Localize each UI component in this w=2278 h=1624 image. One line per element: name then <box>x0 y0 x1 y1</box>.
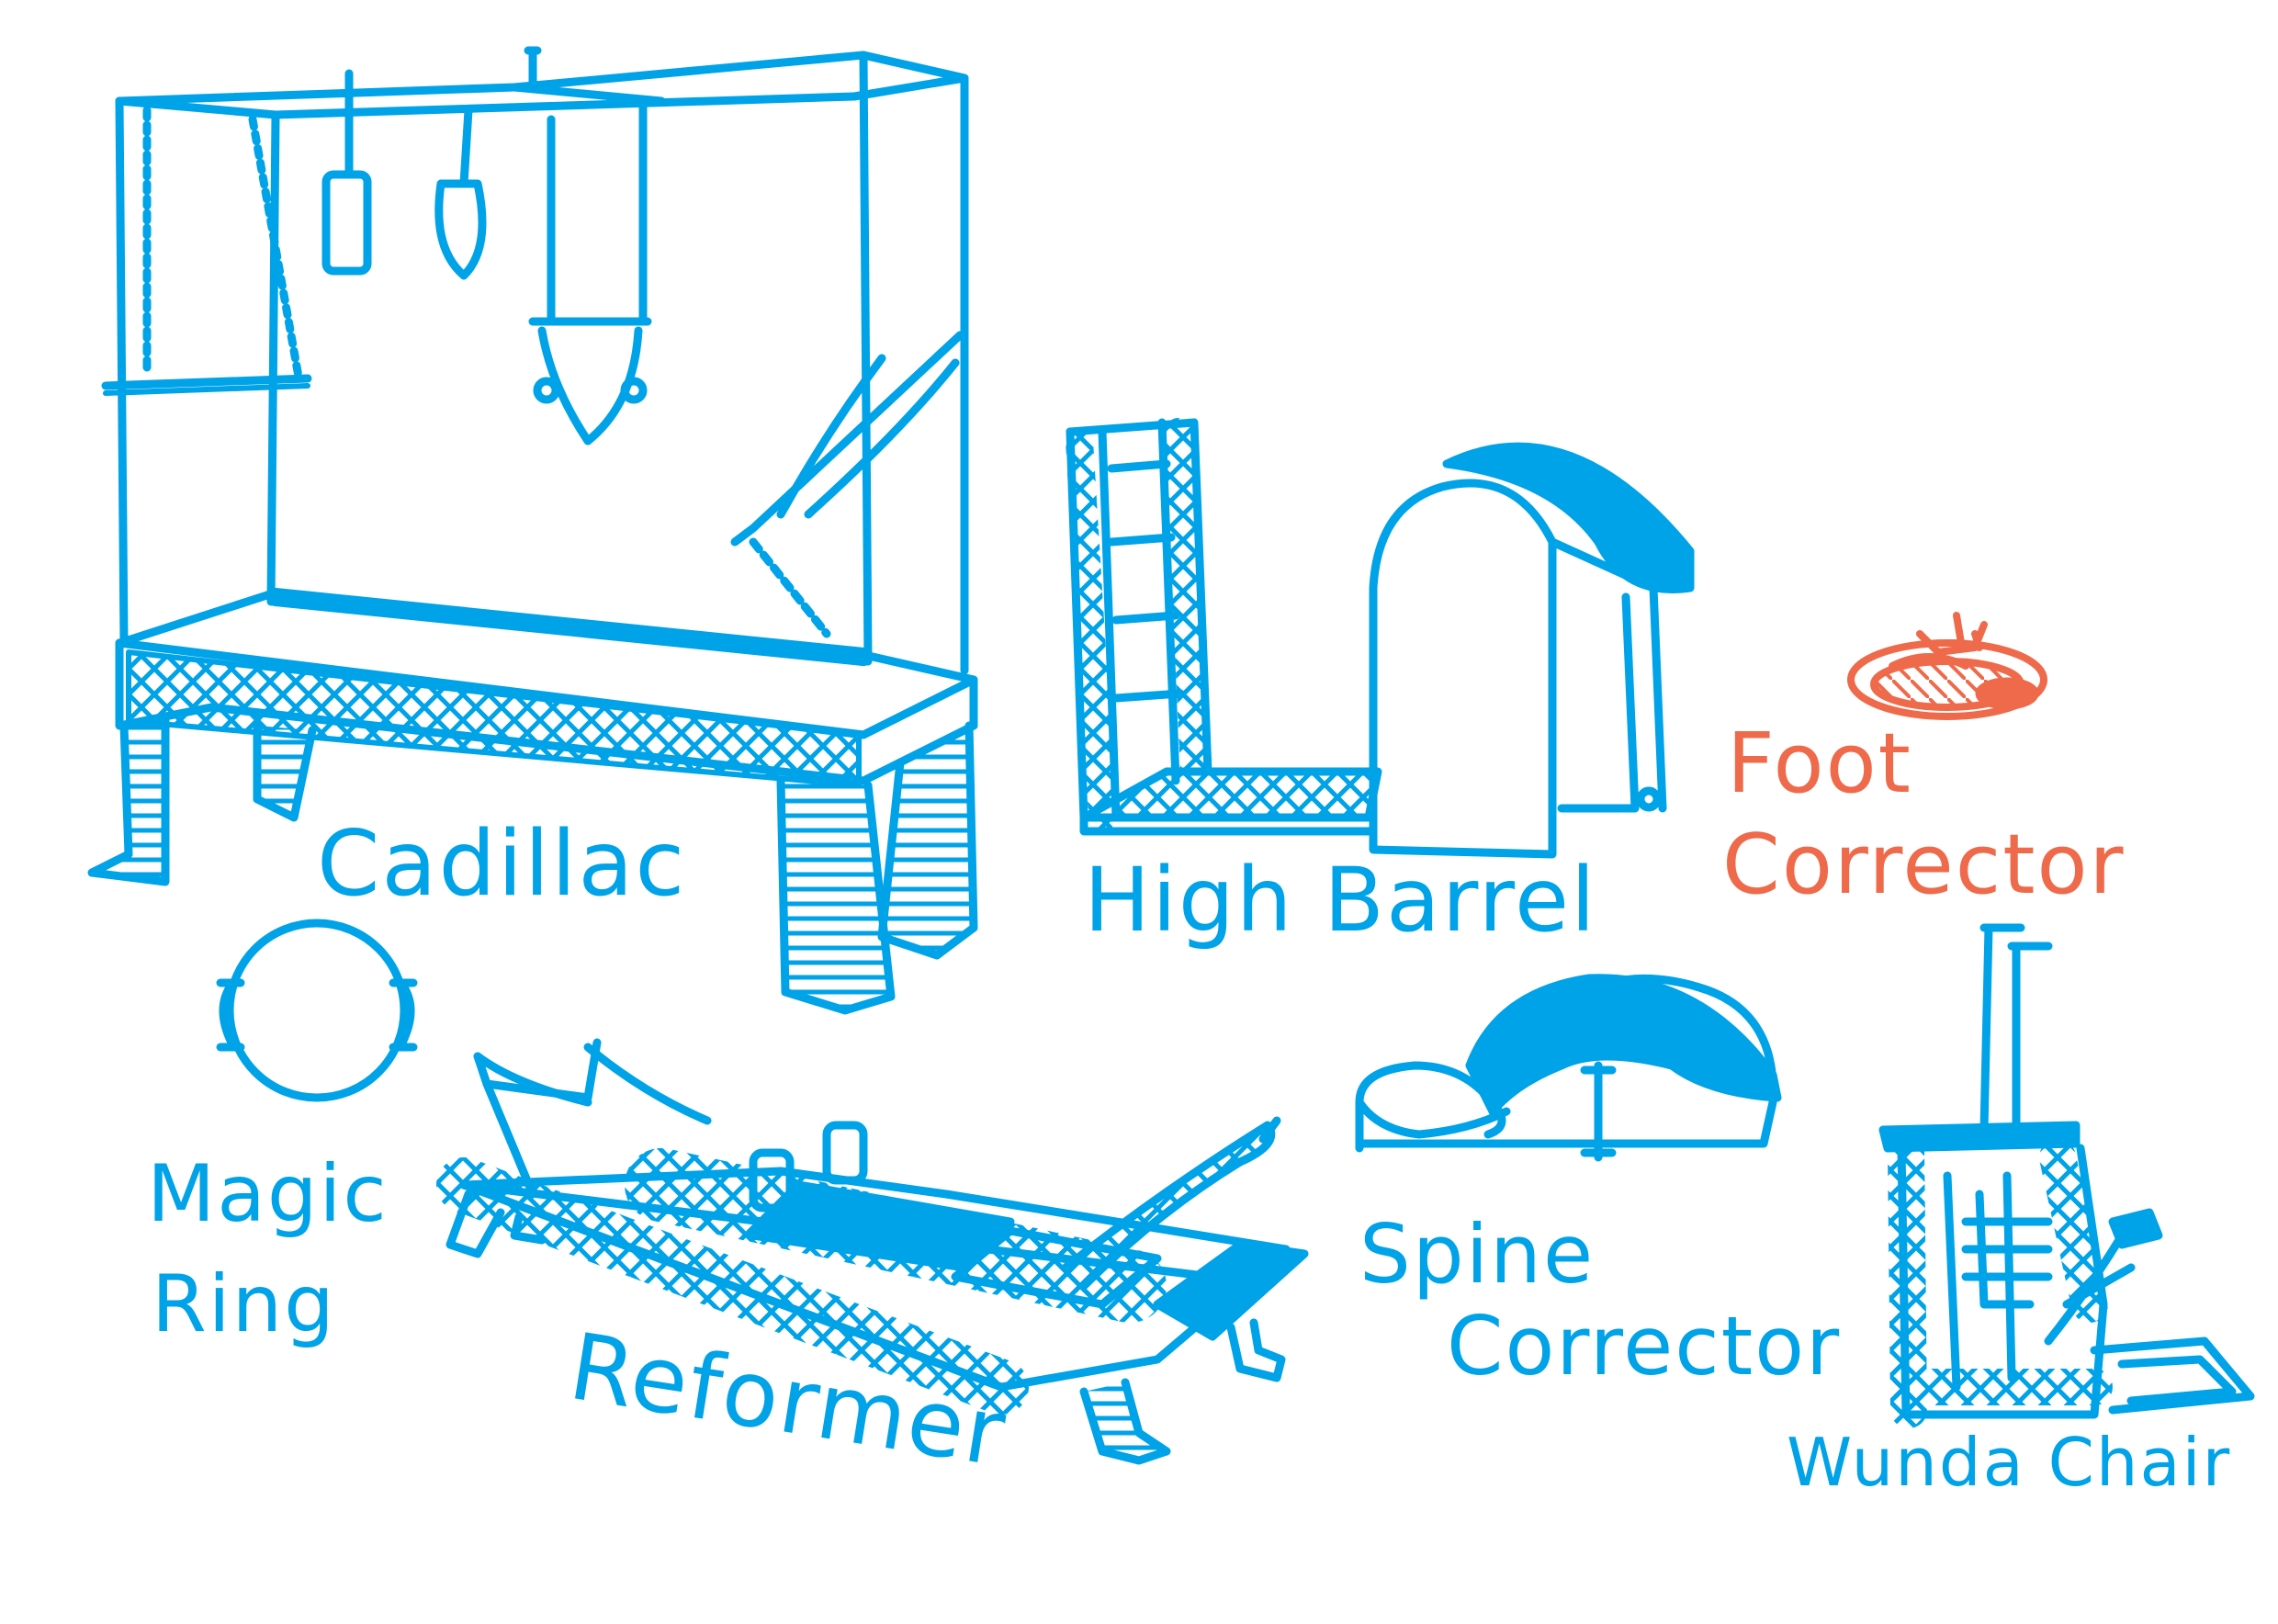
magic-ring-drawing <box>216 919 418 1102</box>
high-barrel-drawing <box>1066 418 1695 859</box>
spine-corrector-drawing <box>1355 974 1782 1162</box>
label-magic-ring-line1: Magic <box>147 1148 389 1240</box>
foot-corrector-drawing <box>1847 612 2047 720</box>
label-spine-corrector-line2: Corrector <box>1447 1299 1842 1393</box>
label-foot-corrector-line2: Corrector <box>1722 817 2126 913</box>
label-high-barrel: High Barrel <box>1084 849 1597 952</box>
label-magic-ring-line2: Ring <box>152 1258 336 1350</box>
label-spine-corrector-line1: Spine <box>1359 1207 1596 1302</box>
wunda-chair-drawing <box>1878 923 2255 1428</box>
label-wunda-chair: Wunda Chair <box>1787 1424 2232 1501</box>
label-cadillac: Cadillac <box>317 812 687 917</box>
label-foot-corrector-line1: Foot <box>1727 716 1912 812</box>
cadillac-drawing <box>87 46 978 1015</box>
reformer-drawing <box>436 1038 1309 1465</box>
